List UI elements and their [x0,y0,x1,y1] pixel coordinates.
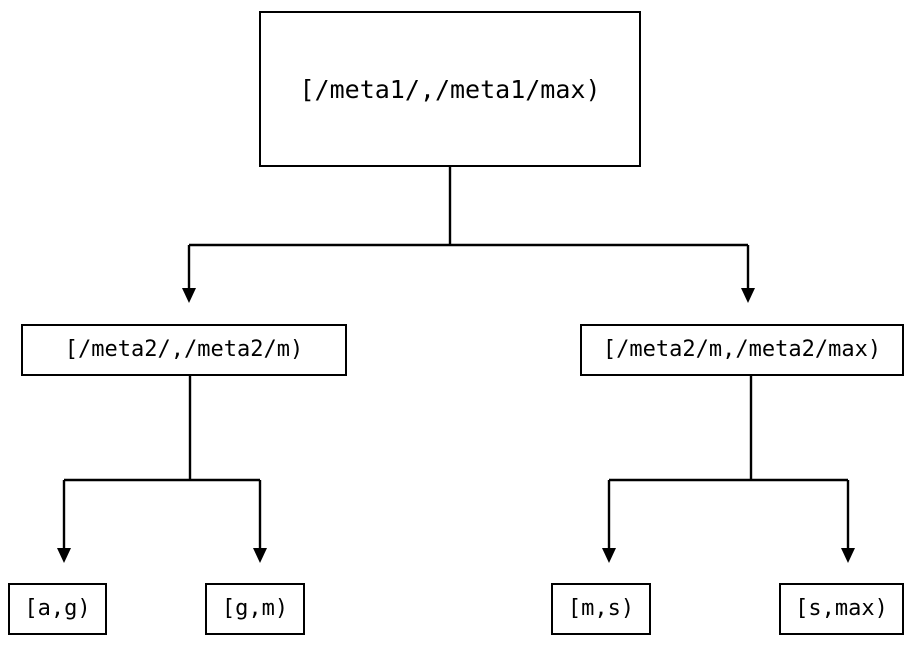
tree-node-leaf-ag-label: [a,g) [24,596,91,621]
tree-node-root[interactable]: [/meta1/,/meta1/max) [259,11,641,167]
tree-node-leaf-ms[interactable]: [m,s) [551,583,651,635]
tree-node-mid-right[interactable]: [/meta2/m,/meta2/max) [580,324,904,376]
arrowhead-icon-midright-to-leaf-ms [602,548,616,563]
tree-node-mid-left[interactable]: [/meta2/,/meta2/m) [21,324,347,376]
tree-node-root-label: [/meta1/,/meta1/max) [299,74,601,104]
tree-node-leaf-smax[interactable]: [s,max) [779,583,904,635]
tree-node-leaf-ag[interactable]: [a,g) [8,583,107,635]
tree-node-mid-left-label: [/meta2/,/meta2/m) [64,337,304,362]
tree-node-leaf-gm[interactable]: [g,m) [205,583,305,635]
tree-node-leaf-gm-label: [g,m) [221,596,289,621]
tree-node-mid-right-label: [/meta2/m,/meta2/max) [602,337,882,362]
arrowhead-icon-root-to-mid-right [741,288,755,303]
arrowhead-icon-root-to-mid-left [182,288,196,303]
tree-node-leaf-smax-label: [s,max) [795,596,888,621]
arrowhead-icon-midleft-to-leaf-gm [253,548,267,563]
arrowhead-icon-midright-to-leaf-smax [841,548,855,563]
arrowhead-icon-midleft-to-leaf-ag [57,548,71,563]
tree-node-leaf-ms-label: [m,s) [567,596,635,621]
